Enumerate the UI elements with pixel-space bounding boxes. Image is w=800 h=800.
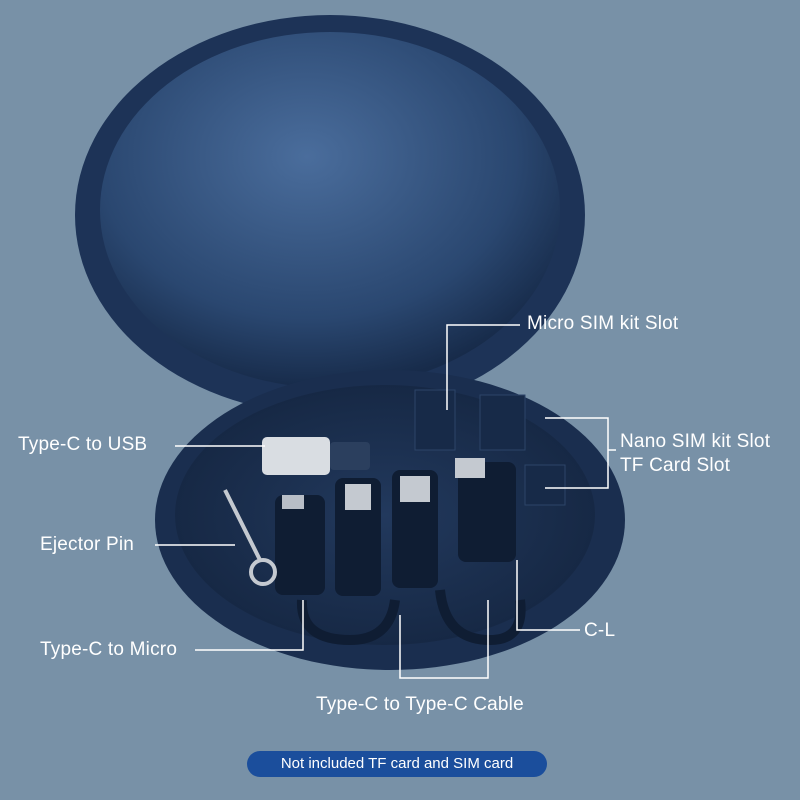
notice-banner: Not included TF card and SIM card — [247, 751, 547, 777]
label-typec-to-usb: Type-C to USB — [18, 434, 148, 455]
label-nano-sim-slot: Nano SIM kit Slot — [620, 431, 771, 452]
label-tf-card-slot: TF Card Slot — [620, 455, 731, 476]
callout-lines — [155, 324, 616, 679]
label-ejector-pin: Ejector Pin — [40, 534, 135, 555]
label-c-l: C-L — [584, 620, 616, 641]
label-typec-to-micro: Type-C to Micro — [40, 639, 178, 660]
case-base — [155, 370, 625, 670]
case-lid — [75, 15, 585, 415]
label-typec-to-typec-cable: Type-C to Type-C Cable — [316, 694, 524, 715]
label-micro-sim-slot: Micro SIM kit Slot — [527, 313, 679, 334]
